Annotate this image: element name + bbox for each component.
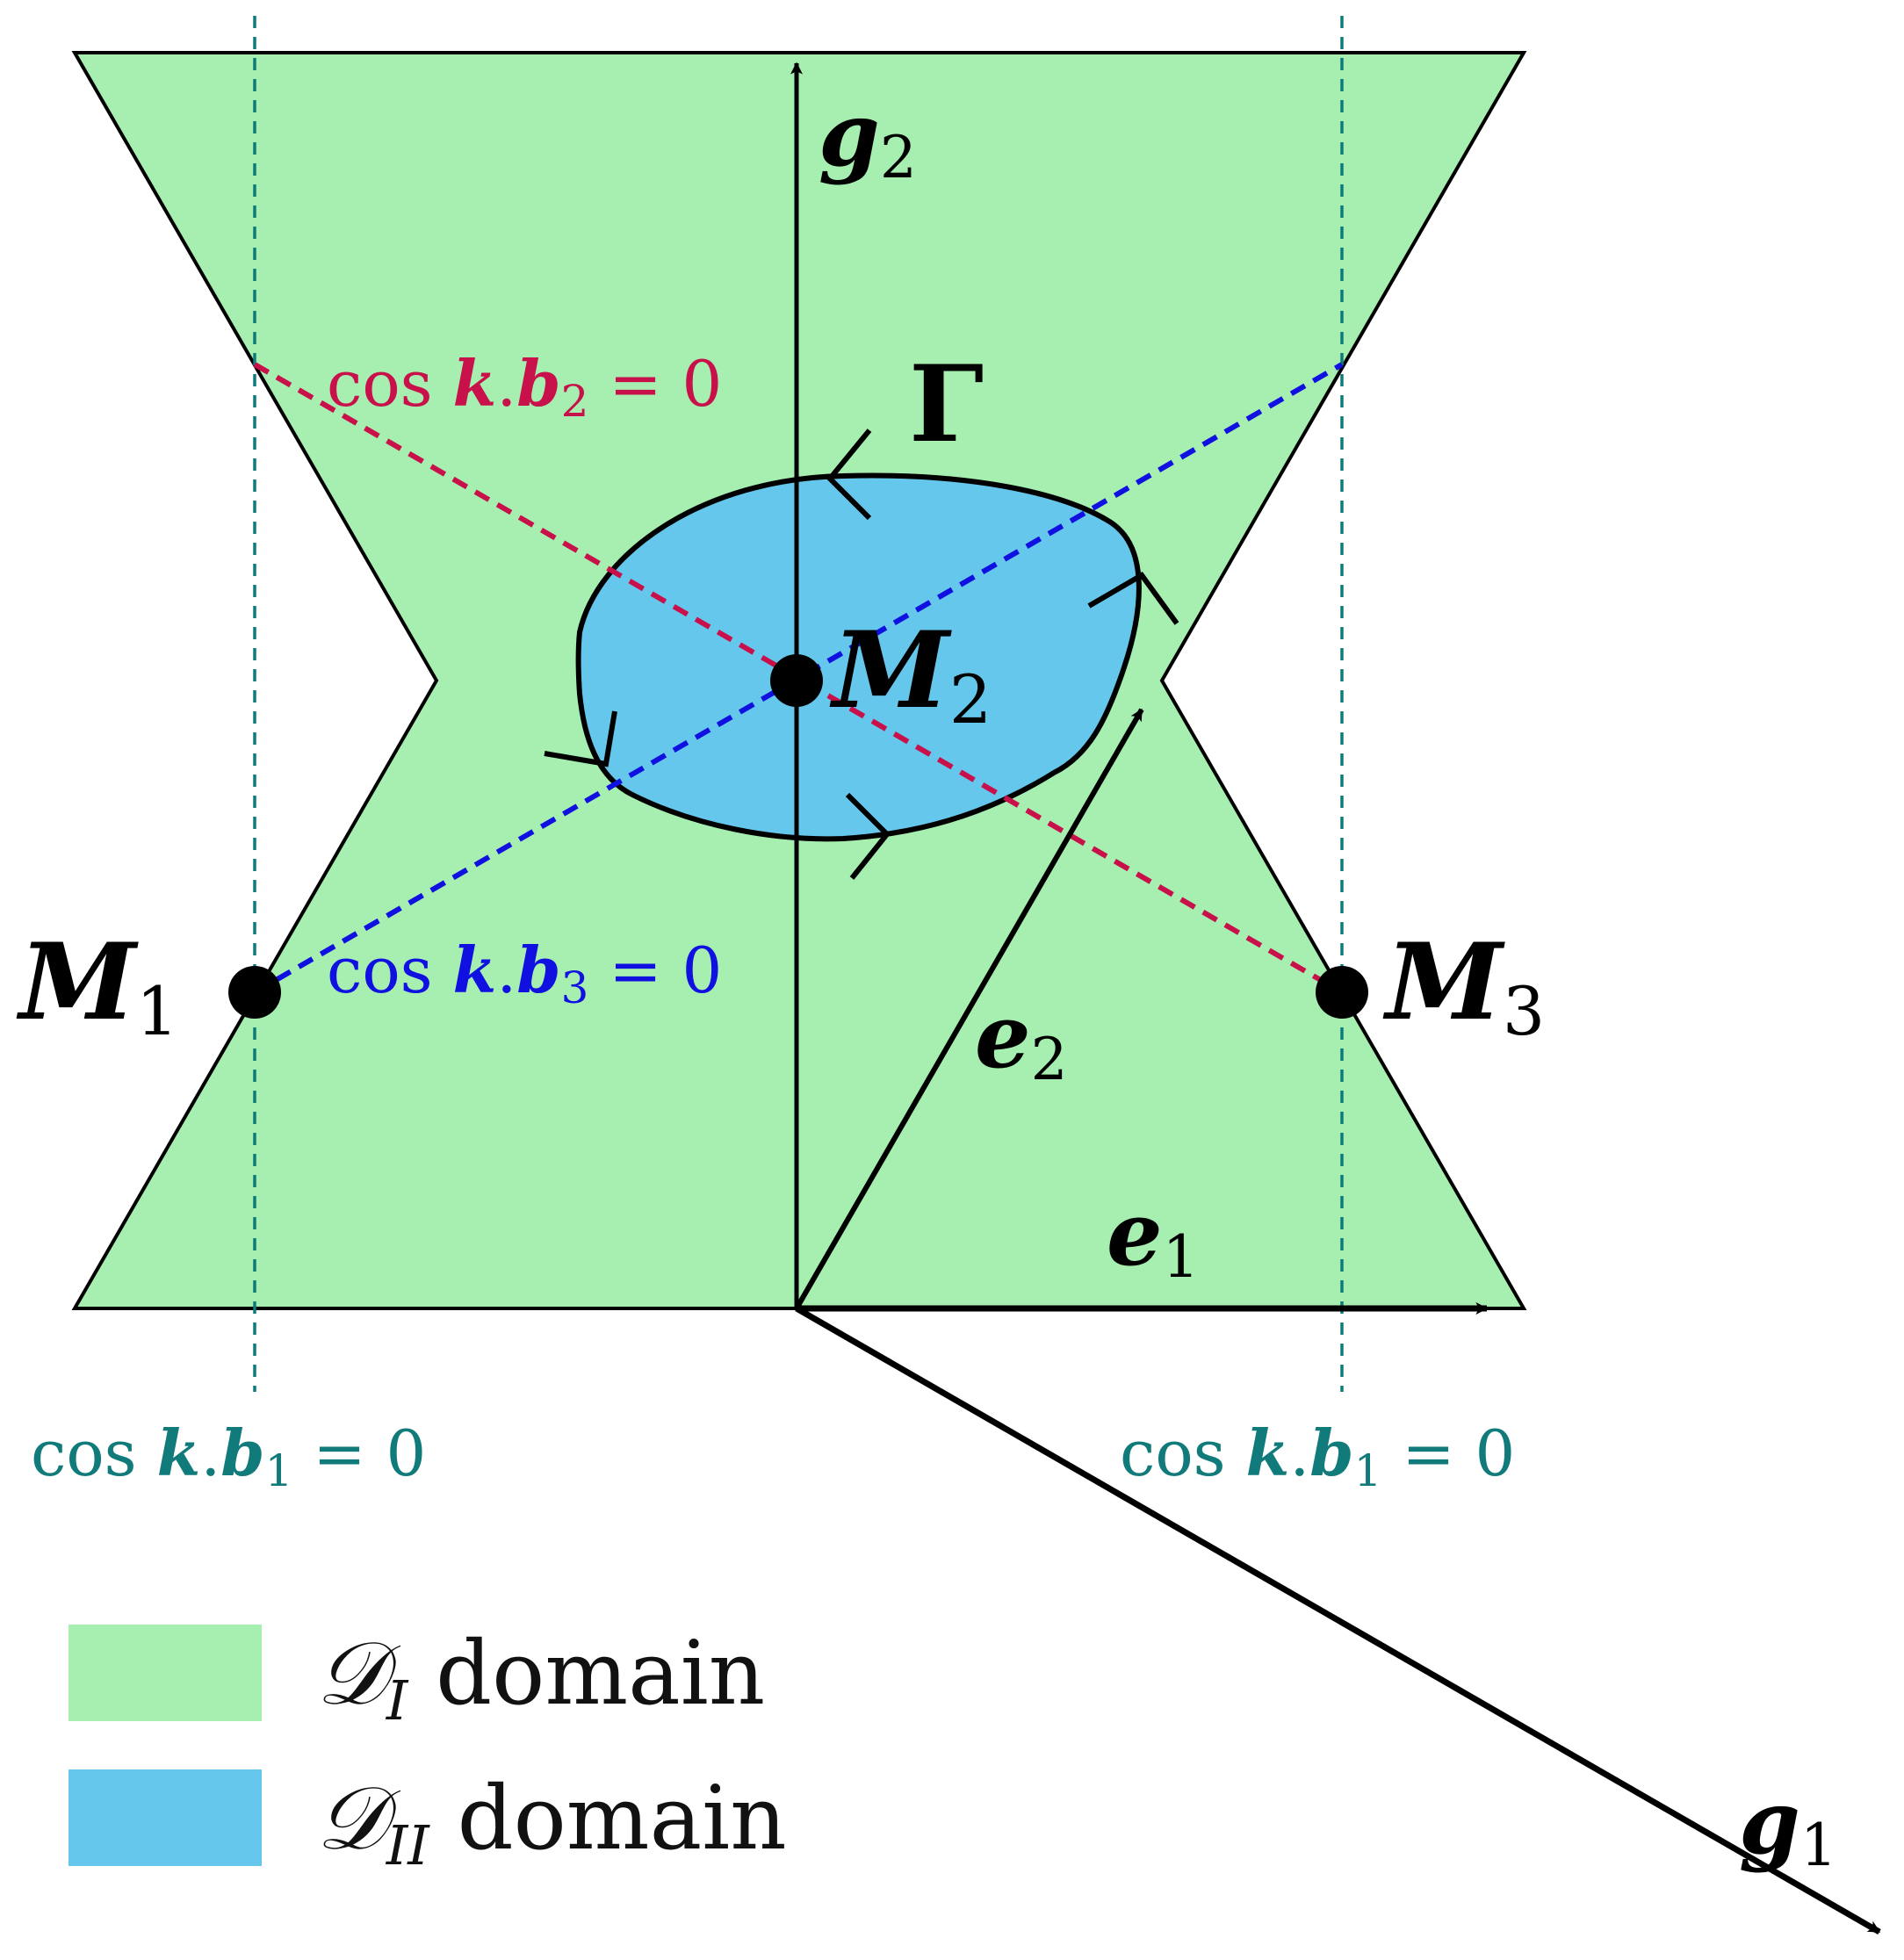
point-M2 <box>770 654 823 707</box>
contour-chevron-bottom <box>845 792 891 880</box>
blue-dashed-line <box>253 362 1344 995</box>
equation-cos-b3: cos k.b3 = 0 <box>327 933 722 1013</box>
label-e2: e2 <box>975 984 1068 1093</box>
equation-cos-b1-right: cos k.b1 = 0 <box>1120 1416 1515 1496</box>
crimson-dashed-line <box>253 362 1344 995</box>
label-M1: M1 <box>16 920 178 1050</box>
legend: 𝒟I domain 𝒟II domain <box>69 1622 787 1877</box>
contour-chevron-left <box>544 710 617 767</box>
contour-chevron-right <box>1087 572 1179 625</box>
label-M2: M2 <box>829 609 992 739</box>
equation-cos-b1-left: cos k.b1 = 0 <box>31 1416 426 1496</box>
label-g2: g2 <box>819 83 917 191</box>
legend-label-domain-II: 𝒟II domain <box>316 1767 787 1877</box>
label-e1: e1 <box>1107 1182 1200 1291</box>
point-M3 <box>1316 966 1368 1019</box>
label-g1: g1 <box>1739 1770 1837 1879</box>
legend-label-domain-I: 𝒟I domain <box>316 1622 765 1733</box>
legend-swatch-domain-I <box>69 1625 262 1721</box>
domain-II-region <box>575 472 1142 842</box>
contour-chevron-top <box>826 429 872 521</box>
label-gamma: Γ <box>909 342 984 466</box>
equation-cos-b2: cos k.b2 = 0 <box>327 346 722 427</box>
point-M1 <box>228 966 281 1019</box>
legend-swatch-domain-II <box>69 1769 262 1866</box>
label-M3: M3 <box>1382 920 1545 1050</box>
g1-axis-arrow <box>795 1305 1881 1935</box>
e2-vector-arrow <box>794 708 1144 1310</box>
